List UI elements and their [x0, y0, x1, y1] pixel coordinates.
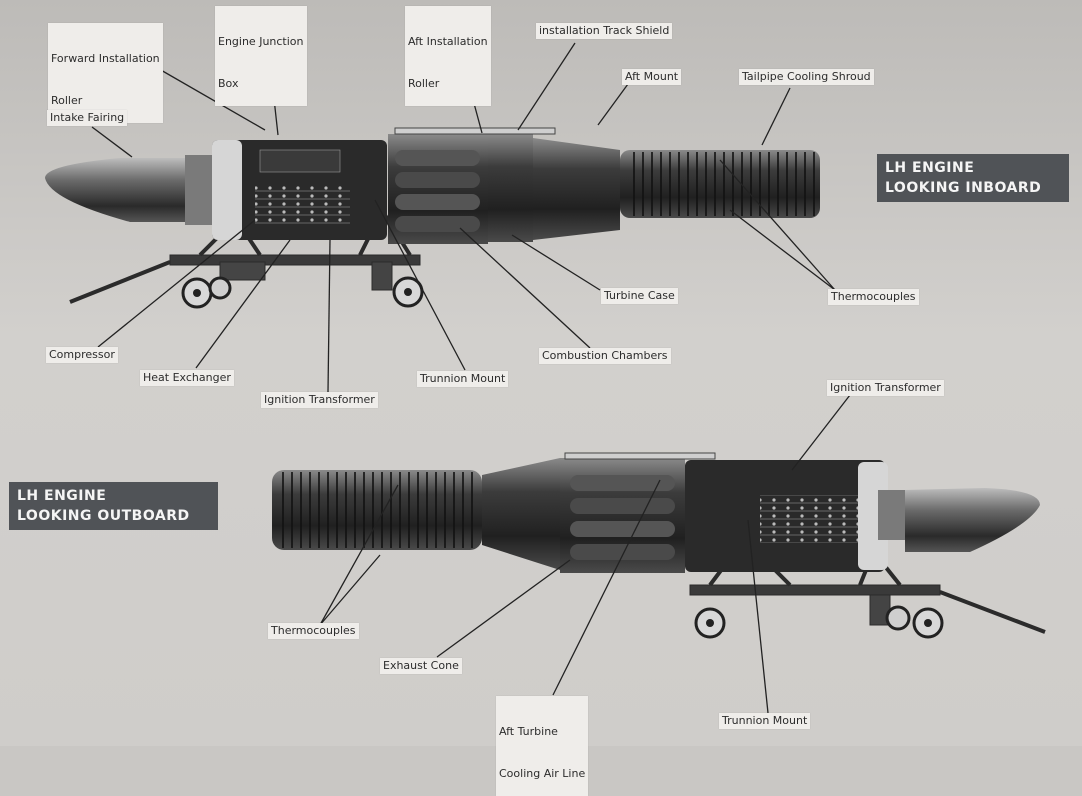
label-tailpipe-cooling-shroud: Tailpipe Cooling Shroud: [739, 69, 874, 85]
title-outboard-line1: LH ENGINE: [17, 488, 107, 504]
bottom-engine: [272, 452, 1046, 639]
label-aft-turbine-cooling-air-line: Aft Turbine Cooling Air Line: [496, 696, 589, 796]
title-inboard-line1: LH ENGINE: [885, 160, 975, 176]
label-forward-installation-roller-line1: Forward Installation: [51, 52, 160, 65]
label-thermocouples-top: Thermocouples: [828, 289, 919, 305]
label-forward-installation-roller: Forward Installation Roller: [48, 23, 163, 123]
title-inboard-line2: LOOKING INBOARD: [885, 180, 1042, 196]
label-aft-turbine-cooling-air-line-1: Aft Turbine: [499, 725, 558, 738]
label-turbine-case: Turbine Case: [601, 288, 678, 304]
bottom-cart-wheels: [694, 605, 944, 639]
label-aft-installation-roller-line2: Roller: [408, 77, 440, 90]
label-aft-installation-roller-line1: Aft Installation: [408, 35, 488, 48]
label-forward-installation-roller-line2: Roller: [51, 94, 83, 107]
label-engine-junction-box-line2: Box: [218, 77, 239, 90]
title-outboard-line2: LOOKING OUTBOARD: [17, 508, 190, 524]
title-looking-inboard: LH ENGINE LOOKING INBOARD: [877, 154, 1069, 202]
top-engine: [45, 127, 820, 309]
label-exhaust-cone: Exhaust Cone: [380, 658, 462, 674]
label-compressor: Compressor: [46, 347, 118, 363]
label-combustion-chambers: Combustion Chambers: [539, 348, 671, 364]
label-aft-installation-roller: Aft Installation Roller: [405, 6, 491, 106]
top-cart-wheels: [181, 276, 424, 309]
turbine-case: [488, 134, 533, 242]
label-heat-exchanger: Heat Exchanger: [140, 370, 234, 386]
label-ignition-transformer-bottom: Ignition Transformer: [827, 380, 944, 396]
label-ignition-transformer-top: Ignition Transformer: [261, 392, 378, 408]
top-cart: [69, 213, 421, 304]
label-installation-track-shield: installation Track Shield: [536, 23, 673, 39]
label-aft-mount: Aft Mount: [622, 69, 682, 85]
label-intake-fairing: Intake Fairing: [47, 110, 128, 126]
label-thermocouples-bottom: Thermocouples: [268, 623, 359, 639]
label-aft-turbine-cooling-air-line-2: Cooling Air Line: [499, 767, 586, 780]
label-trunnion-mount-top: Trunnion Mount: [417, 371, 509, 387]
bottom-leader-lines: [319, 394, 851, 714]
bottom-intake-fairing: [905, 488, 1040, 552]
intake-fairing: [45, 158, 210, 222]
label-trunnion-mount-bottom: Trunnion Mount: [719, 713, 811, 729]
label-engine-junction-box-line1: Engine Junction: [218, 35, 304, 48]
label-engine-junction-box: Engine Junction Box: [215, 6, 307, 106]
title-looking-outboard: LH ENGINE LOOKING OUTBOARD: [9, 482, 218, 530]
